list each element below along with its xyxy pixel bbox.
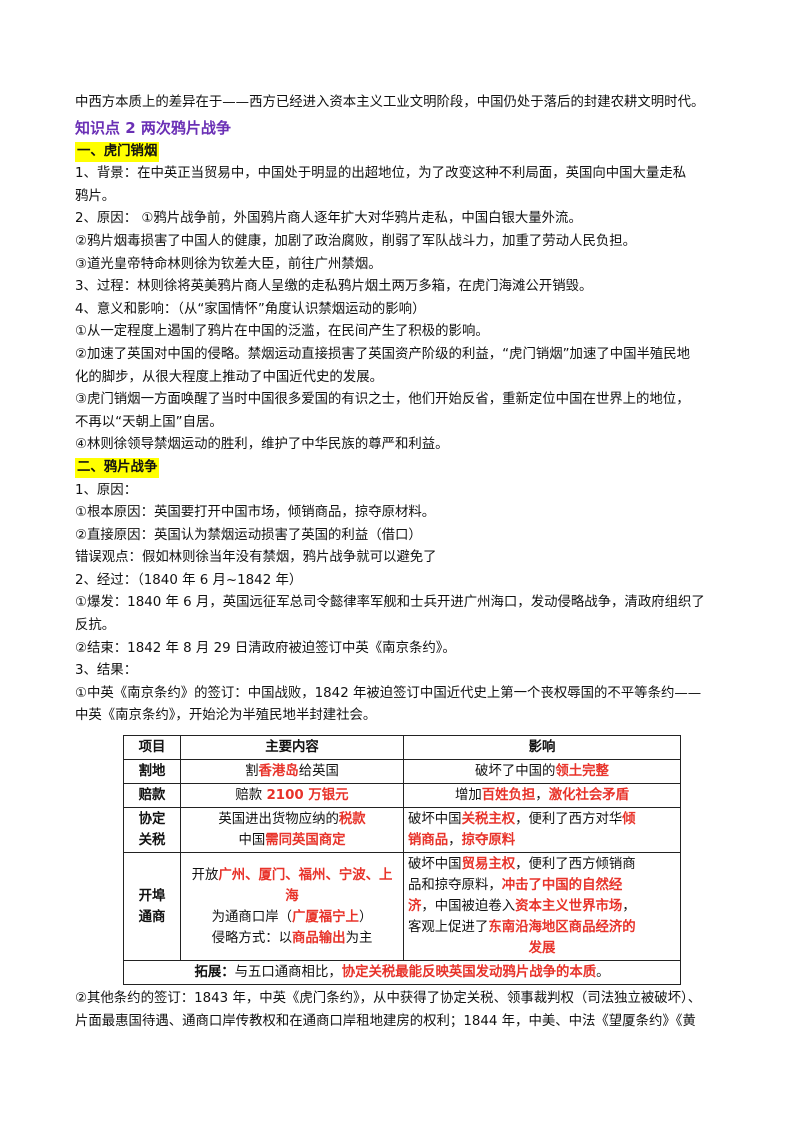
treaty-table: 项目 主要内容 影响 割地 割香港岛给英国 破坏了中国的领土完整 赔款 赔款 2… (123, 735, 681, 985)
section-2-title: 二、鸦片战争 (75, 457, 160, 478)
sec1-line: ③虎门销烟一方面唤醒了当时中国很多爱国的有识之士，他们开始反省，重新定位中国在世… (75, 392, 690, 408)
sec2-line: 中英《南京条约》，开始沦为半殖民地半封建社会。 (75, 708, 377, 724)
row-label: 割地 (123, 759, 181, 784)
sec1-line: 鸦片。 (75, 188, 116, 204)
sec2-line: ①根本原因：英国要打开中国市场，倾销商品，掠夺原材料。 (75, 505, 436, 521)
table-row: 开埠通商 开放广州、厦门、福州、宁波、上海 为通商口岸（广厦福宁上） 侵略方式：… (123, 852, 681, 961)
row-content: 割香港岛给英国 (180, 759, 404, 784)
row-impact: 破坏中国贸易主权，便利了西方倾销商 品和掠夺原料，冲击了中国的自然经 济，中国被… (403, 852, 681, 961)
sec1-line: 不再以“天朝上国”自居。 (75, 414, 223, 430)
section-1-title: 一、虎门销烟 (75, 141, 160, 162)
sec1-line: 化的脚步，从很大程度上推动了中国近代史的发展。 (75, 369, 383, 385)
sec1-line: 3、过程：林则徐将英美鸦片商人呈缴的走私鸦片烟土两万多箱，在虎门海滩公开销毁。 (75, 279, 593, 295)
sec2-line: 3、结果： (75, 663, 138, 679)
header-content: 主要内容 (180, 735, 404, 760)
row-label: 开埠通商 (123, 852, 181, 961)
row-impact: 破坏了中国的领土完整 (403, 759, 681, 784)
bottom-line: ②其他条约的签订：1843 年，中英《虎门条约》，从中获得了协定关税、领事裁判权… (75, 991, 702, 1006)
row-impact: 增加百姓负担，激化社会矛盾 (403, 783, 681, 808)
sec1-line: ②加速了英国对中国的侵略。禁烟运动直接损害了英国资产阶级的利益，“虎门销烟”加速… (75, 346, 691, 362)
sec2-line: ②直接原因：英国认为禁烟运动损害了英国的利益（借口） (75, 527, 422, 543)
intro-line: 中西方本质上的差异在于——西方已经进入资本主义工业文明阶段，中国仍处于落后的封建… (75, 95, 705, 110)
sec1-line: 1、背景：在中英正当贸易中，中国处于明显的出超地位，为了改变这种不利局面，英国向… (75, 166, 687, 182)
sec2-line: ①中英《南京条约》的签订：中国战败，1842 年被迫签订中国近代史上第一个丧权辱… (75, 685, 702, 701)
sec2-line: 2、经过：（1840 年 6 月~1842 年） (75, 572, 303, 588)
sec2-line: 反抗。 (75, 618, 116, 634)
sec1-line: 2、原因： ①鸦片战争前，外国鸦片商人逐年扩大对华鸦片走私，中国白银大量外流。 (75, 211, 582, 227)
table-header-row: 项目 主要内容 影响 (123, 735, 681, 760)
row-label: 协定关税 (123, 807, 181, 853)
sec1-line: ②鸦片烟毒损害了中国人的健康，加剧了政治腐败，削弱了军队战斗力，加重了劳动人民负… (75, 233, 637, 249)
sec1-line: ③道光皇帝特命林则徐为钦差大臣，前往广州禁烟。 (75, 256, 382, 272)
header-item: 项目 (123, 735, 181, 760)
sec1-line: ④林则徐领导禁烟运动的胜利，维护了中华民族的尊严和利益。 (75, 437, 449, 453)
row-content: 英国进出货物应纳的税款 中国需同英国商定 (180, 807, 404, 853)
sec2-line: ②结束：1842 年 8 月 29 日清政府被迫签订中英《南京条约》。 (75, 640, 456, 656)
bottom-text: ②其他条约的签订：1843 年，中英《虎门条约》，从中获得了协定关税、领事裁判权… (75, 988, 735, 1033)
sec1-line: ①从一定程度上遏制了鸦片在中国的泛滥，在民间产生了积极的影响。 (75, 324, 489, 340)
extension-note: 拓展：与五口通商相比，协定关税最能反映英国发动鸦片战争的本质。 (123, 960, 681, 985)
knowledge-point-title: 知识点 2 两次鸦片战争 (75, 118, 231, 137)
table-row: 赔款 赔款 2100 万银元 增加百姓负担，激化社会矛盾 (123, 783, 681, 808)
row-content: 赔款 2100 万银元 (180, 783, 404, 808)
sec2-line: 错误观点：假如林则徐当年没有禁烟，鸦片战争就可以避免了 (75, 550, 437, 566)
table-extension-row: 拓展：与五口通商相比，协定关税最能反映英国发动鸦片战争的本质。 (123, 960, 681, 985)
sec2-line: ①爆发：1840 年 6 月，英国远征军总司令懿律率军舰和士兵开进广州海口，发动… (75, 595, 705, 611)
document-body: 中西方本质上的差异在于——西方已经进入资本主义工业文明阶段，中国仍处于落后的封建… (75, 92, 735, 728)
header-impact: 影响 (403, 735, 681, 760)
table-row: 割地 割香港岛给英国 破坏了中国的领土完整 (123, 759, 681, 784)
row-content: 开放广州、厦门、福州、宁波、上海 为通商口岸（广厦福宁上） 侵略方式：以商品输出… (180, 852, 404, 961)
sec1-line: 4、意义和影响：（从“家国情怀”角度认识禁烟运动的影响） (75, 301, 426, 317)
bottom-line: 片面最惠国待遇、通商口岸传教权和在通商口岸租地建房的权利；1844 年，中美、中… (75, 1013, 696, 1029)
sec2-line: 1、原因： (75, 482, 138, 498)
row-label: 赔款 (123, 783, 181, 808)
table-row: 协定关税 英国进出货物应纳的税款 中国需同英国商定 破坏中国关税主权，便利了西方… (123, 807, 681, 853)
row-impact: 破坏中国关税主权，便利了西方对华倾 销商品，掠夺原料 (403, 807, 681, 853)
